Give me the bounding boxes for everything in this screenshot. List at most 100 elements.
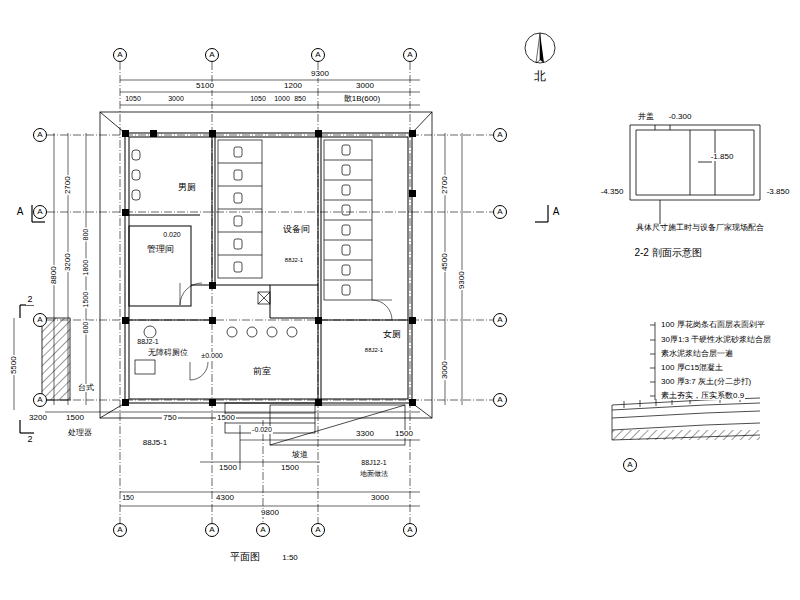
plan-label: 100 厚花岗条石面层表面剁平 — [660, 321, 766, 329]
plan-label: 150 — [121, 494, 135, 501]
dimension-lines — [14, 80, 462, 506]
plan-label: 井盖 — [637, 113, 655, 121]
soil-hatch — [612, 430, 760, 440]
plan-label: 台式 — [77, 384, 95, 392]
plan-label: 3200 — [64, 252, 72, 272]
plan-label: 1500 — [394, 430, 414, 438]
toilet-stalls — [132, 140, 372, 374]
septic-tank — [42, 318, 70, 400]
plan-label: -4.350 — [600, 188, 625, 196]
plan-label: 9300 — [310, 70, 330, 78]
axis-letter: A — [315, 51, 320, 59]
plan-label: 1000 — [273, 95, 291, 102]
plan-label: 3000 — [370, 494, 390, 502]
axis-bubble: A — [493, 128, 507, 142]
plan-label: 具体尺寸施工时与设备厂家现场配合 — [635, 224, 765, 232]
plan-label: 3000 — [441, 360, 449, 380]
plan-label: 88J12-1 — [360, 459, 387, 466]
plan-label: 3000 — [355, 82, 375, 90]
plan-label: 100 厚C15混凝土 — [660, 364, 724, 372]
axis-letter: A — [627, 461, 632, 469]
plan-label: 1:50 — [281, 554, 299, 562]
plan-label: 设备间 — [282, 225, 311, 234]
plan-label: A — [16, 207, 25, 218]
north-arrow — [525, 33, 555, 63]
plan-label: 2-2 剖面示意图 — [633, 248, 702, 259]
axis-letter: A — [407, 51, 412, 59]
plan-label: 1200 — [283, 82, 303, 90]
plan-label: -0.300 — [668, 113, 693, 121]
plan-label: 88J2-1 — [364, 347, 384, 353]
entrance-steps — [225, 403, 405, 470]
plan-label: 300 厚3:7 灰土(分二步打) — [660, 378, 752, 386]
plan-label: 2700 — [64, 175, 72, 195]
plan-label: 30厚1:3 干硬性水泥砂浆结合层 — [660, 336, 772, 344]
axis-bubble: A — [33, 393, 47, 407]
plan-label: 地面做法 — [359, 470, 389, 477]
plan-label: 5100 — [195, 82, 215, 90]
plan-label: 2 — [26, 435, 33, 444]
plan-label: 3300 — [355, 430, 375, 438]
plan-label: 素土夯实，压实系数0.9 — [660, 392, 745, 400]
plan-label: -1.850 — [710, 153, 735, 161]
axis-bubble: A — [113, 48, 127, 62]
plan-label: A — [552, 207, 561, 218]
plan-label: 9300 — [458, 270, 466, 290]
axis-letter: A — [37, 208, 42, 216]
plan-label: 管理间 — [146, 245, 175, 254]
plan-label: 1500 — [218, 464, 238, 472]
section-2-2-drawing — [630, 125, 760, 225]
axis-bubble: A — [205, 48, 219, 62]
plan-label: 平面图 — [229, 552, 261, 563]
plan-label: 1050 — [124, 95, 142, 102]
section-cut-marks — [20, 205, 548, 433]
axis-bubble: A — [113, 523, 127, 537]
axis-bubble: A — [33, 205, 47, 219]
axis-bubble: A — [311, 48, 325, 62]
plan-label: 坡道 — [291, 451, 309, 459]
plan-label: 5500 — [10, 355, 18, 375]
plan-label: 1500 — [82, 291, 89, 309]
plan-label: -3.850 — [766, 188, 791, 196]
columns — [122, 130, 416, 406]
axis-letter: A — [117, 51, 122, 59]
plan-label: 1500 — [216, 414, 236, 422]
axis-letter: A — [260, 526, 265, 534]
plan-label: 3000 — [167, 95, 185, 102]
axis-letter: A — [407, 526, 412, 534]
axis-letter: A — [209, 51, 214, 59]
plan-label: 88J5-1 — [142, 439, 168, 447]
plan-label: 4300 — [215, 494, 235, 502]
plan-label: 前室 — [252, 367, 272, 376]
plan-label: 1800 — [82, 259, 89, 277]
plan-label: 素水泥浆结合层一遍 — [660, 350, 734, 358]
axis-bubble: A — [403, 523, 417, 537]
plan-label: 0.020 — [162, 231, 182, 238]
plan-label: 750 — [162, 414, 177, 422]
axis-letter: A — [117, 526, 122, 534]
axis-bubble: A — [33, 313, 47, 327]
axis-bubble: A — [493, 393, 507, 407]
plan-label: 4500 — [441, 252, 449, 272]
axis-letter: A — [37, 316, 42, 324]
doors — [180, 283, 392, 380]
plan-label: 散1B(600) — [343, 95, 381, 103]
axis-letter: A — [209, 526, 214, 534]
plan-label: 处理器 — [67, 429, 93, 437]
plan-label: 800 — [82, 228, 89, 242]
plan-label: 88J2-1 — [284, 257, 304, 263]
axis-bubble: A — [493, 313, 507, 327]
plan-label: 2 — [26, 295, 33, 304]
plan-label: 1500 — [280, 464, 300, 472]
axis-letter: A — [315, 526, 320, 534]
axis-bubble: A — [493, 205, 507, 219]
plan-label: 1050 — [249, 95, 267, 102]
plan-label: 9800 — [260, 509, 280, 517]
axis-bubble: A — [623, 458, 637, 472]
axis-bubble: A — [403, 48, 417, 62]
axis-letter: A — [37, 396, 42, 404]
axis-bubble: A — [311, 523, 325, 537]
plan-label: -0.020 — [251, 426, 273, 433]
axis-letter: A — [497, 316, 502, 324]
